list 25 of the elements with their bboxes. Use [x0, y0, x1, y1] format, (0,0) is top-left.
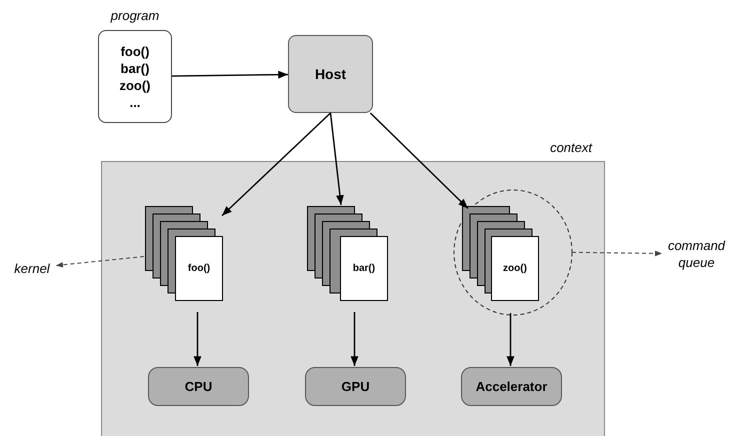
host-box [288, 35, 373, 113]
node-label: CPU [184, 378, 212, 396]
arrow [194, 312, 202, 366]
dashed-arrow [56, 256, 144, 268]
device-box [305, 367, 406, 406]
arrow [350, 312, 358, 366]
annotation: kernel [14, 260, 50, 276]
arrow [330, 112, 344, 206]
dashed-arrow [572, 250, 662, 256]
function-label: foo() [188, 262, 210, 276]
node-label: GPU [341, 378, 370, 396]
annotation: command queue [666, 237, 726, 271]
node-label: Accelerator [476, 378, 548, 396]
arrow [172, 70, 288, 79]
heading: program [110, 7, 160, 25]
device-box [148, 367, 249, 406]
arrow [506, 313, 514, 366]
node-label: Host [314, 64, 346, 84]
code-list: foo() bar() zoo() ... [115, 42, 155, 110]
function-label: bar() [352, 262, 376, 276]
heading: context [550, 139, 592, 157]
function-label: zoo() [503, 262, 527, 276]
device-box [461, 367, 562, 406]
arrow [370, 112, 468, 209]
arrow [222, 112, 331, 216]
